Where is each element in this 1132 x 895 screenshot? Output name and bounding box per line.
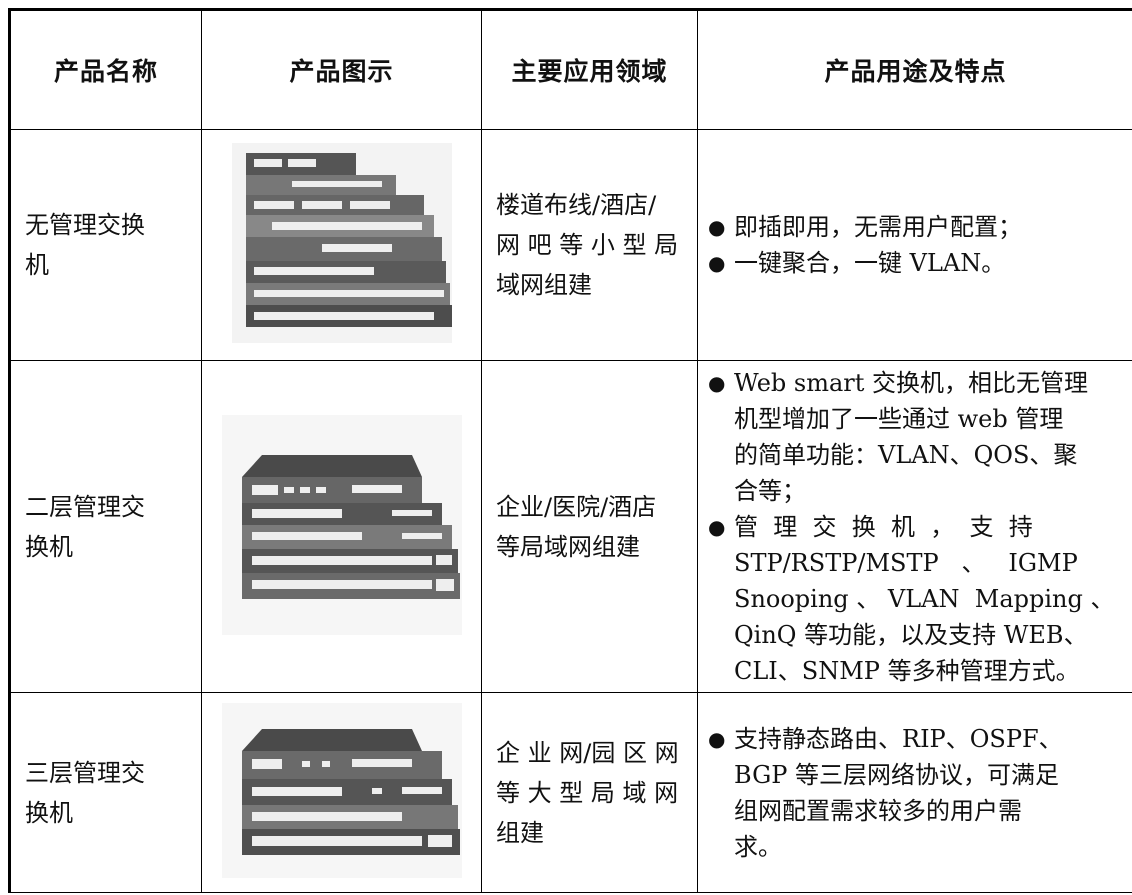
feature-line: 一键聚合，一键 VLAN。 — [734, 249, 1006, 277]
area-line: 企业/医院/酒店 — [496, 492, 657, 521]
application-area-cell: 楼道布线/酒店/ 网 吧 等 小 型 局 域网组建 — [481, 129, 698, 361]
product-image-cell — [201, 360, 482, 693]
feature-bullet: ● Web smart 交换机，相比无管理 机型增加了一些通过 web 管理 的… — [708, 365, 1129, 509]
header-product-name: 产品名称 — [9, 9, 202, 130]
layer2-switch-stack-image — [221, 414, 462, 635]
feature-line: 机型增加了一些通过 web 管理 — [734, 404, 1064, 433]
feature-line: Snooping 、 VLAN Mapping 、 — [734, 584, 1115, 613]
feature-line: CLI、SNMP 等多种管理方式。 — [734, 656, 1080, 685]
header-row: 产品名称 产品图示 主要应用领域 产品用途及特点 — [9, 9, 1132, 130]
area-line: 楼道布线/酒店/ — [496, 191, 657, 219]
product-name-line: 换机 — [25, 798, 73, 827]
product-name-line: 机 — [25, 251, 49, 279]
table-row: 三层管理交 换机 企 业 网/园 区 网 等 大 型 局 域 网 — [9, 692, 1132, 893]
feature-line: BGP 等三层网络协议，可满足 — [734, 760, 1060, 789]
table-row: 二层管理交 换机 企业/医院/酒店 — [9, 360, 1132, 693]
header-application-area: 主要应用领域 — [481, 9, 698, 130]
bullet-dot-icon: ● — [708, 215, 726, 239]
header-product-image: 产品图示 — [201, 9, 482, 130]
feature-bullet: ● 支持静态路由、RIP、OSPF、 BGP 等三层网络协议，可满足 组网配置需… — [708, 721, 1129, 865]
area-line: 等局域网组建 — [496, 532, 640, 561]
product-name-line: 二层管理交 — [25, 492, 145, 521]
feature-line: 管 理 交 换 机 ， 支 持 — [734, 512, 1033, 541]
area-line: 组建 — [496, 818, 544, 847]
layer3-switch-stack-image — [221, 703, 462, 878]
product-name-cell: 二层管理交 换机 — [9, 360, 202, 693]
area-line: 等 大 型 局 域 网 — [496, 778, 679, 807]
table-row: 无管理交换 机 — [9, 129, 1132, 361]
features-cell: ● Web smart 交换机，相比无管理 机型增加了一些通过 web 管理 的… — [697, 360, 1132, 693]
product-name-line: 换机 — [25, 532, 73, 561]
unmanaged-switch-stack-image — [231, 143, 452, 343]
area-line: 网 吧 等 小 型 局 — [496, 231, 679, 259]
application-area-cell: 企 业 网/园 区 网 等 大 型 局 域 网 组建 — [481, 692, 698, 893]
feature-line: QinQ 等功能，以及支持 WEB、 — [734, 620, 1088, 649]
feature-line: STP/RSTP/MSTP 、 IGMP — [734, 548, 1078, 577]
features-cell: ● 即插即用，无需用户配置； ● 一键聚合，一键 VLAN。 — [697, 129, 1132, 361]
bullet-dot-icon: ● — [708, 251, 726, 275]
product-name-cell: 无管理交换 机 — [9, 129, 202, 361]
header-features: 产品用途及特点 — [697, 9, 1132, 130]
feature-line: 合等； — [734, 476, 806, 505]
feature-line: 的简单功能：VLAN、QOS、聚 — [734, 440, 1078, 469]
product-table: 产品名称 产品图示 主要应用领域 产品用途及特点 无管理交换 机 — [8, 8, 1132, 893]
bullet-dot-icon: ● — [708, 726, 726, 751]
feature-bullet: ● 即插即用，无需用户配置； — [708, 209, 1129, 245]
features-cell: ● 支持静态路由、RIP、OSPF、 BGP 等三层网络协议，可满足 组网配置需… — [697, 692, 1132, 893]
feature-bullet: ● 一键聚合，一键 VLAN。 — [708, 245, 1129, 281]
bullet-dot-icon: ● — [708, 370, 726, 395]
area-line: 域网组建 — [496, 271, 592, 299]
product-name-cell: 三层管理交 换机 — [9, 692, 202, 893]
product-image-cell — [201, 129, 482, 361]
feature-line: Web smart 交换机，相比无管理 — [734, 368, 1089, 397]
feature-line: 即插即用，无需用户配置； — [734, 213, 1022, 241]
area-line: 企 业 网/园 区 网 — [496, 738, 679, 767]
bullet-dot-icon: ● — [708, 514, 726, 539]
feature-line: 组网配置需求较多的用户需 — [734, 796, 1022, 825]
feature-line: 支持静态路由、RIP、OSPF、 — [734, 724, 1063, 753]
product-image-cell — [201, 692, 482, 893]
application-area-cell: 企业/医院/酒店 等局域网组建 — [481, 360, 698, 693]
feature-bullet: ● 管 理 交 换 机 ， 支 持 STP/RSTP/MSTP 、 IGMP S… — [708, 509, 1129, 689]
product-name-line: 三层管理交 — [25, 758, 145, 787]
product-name-line: 无管理交换 — [25, 211, 145, 239]
feature-line: 求。 — [734, 832, 782, 861]
